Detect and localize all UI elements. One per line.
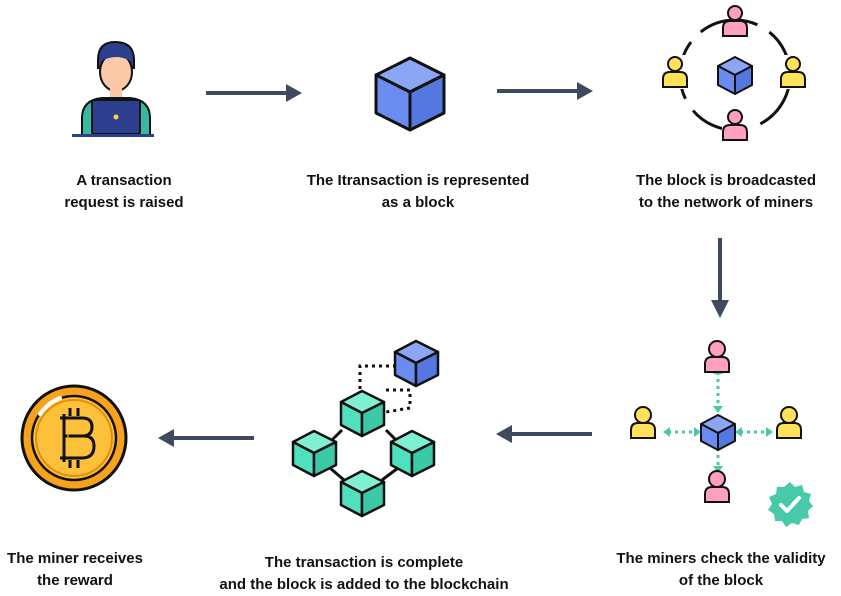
bitcoin-coin-icon: [20, 384, 128, 492]
caption-line: to the network of miners: [638, 194, 814, 211]
caption-line: and the block is added to the blockchain: [219, 576, 509, 593]
caption-line: of the block: [678, 572, 764, 589]
cube-icon: [374, 56, 446, 132]
step-validate-caption: The miners check the validity of the blo…: [596, 548, 841, 592]
caption-line: request is raised: [64, 194, 184, 211]
caption-line: The miner receives: [7, 550, 143, 567]
caption-line: The Itransaction is represented: [306, 172, 530, 189]
arrow-request-to-block: [206, 84, 302, 102]
arrow-network-to-validation: [711, 238, 729, 318]
user-laptop-icon: [72, 40, 154, 137]
caption-line: The block is broadcasted: [635, 172, 817, 189]
caption-line: as a block: [381, 194, 455, 211]
blockchain-icon: [291, 339, 440, 518]
caption-line: A transaction: [76, 172, 172, 189]
arrow-validation-to-chain: [496, 425, 592, 443]
caption-line: The miners check the validity: [616, 550, 826, 567]
step-added-caption: The transaction is complete and the bloc…: [196, 552, 532, 596]
caption-line: The transaction is complete: [264, 554, 464, 571]
step-reward-caption: The miner receives the reward: [0, 548, 150, 592]
step-request-caption: A transaction request is raised: [24, 170, 224, 214]
step-represented-caption: The Itransaction is represented as a blo…: [278, 170, 558, 214]
arrow-chain-to-reward: [158, 429, 254, 447]
miner-validation-icon: [630, 340, 802, 503]
miner-network-icon: [662, 4, 808, 144]
arrow-block-to-network: [497, 82, 593, 100]
caption-line: the reward: [37, 572, 113, 589]
step-broadcast-caption: The block is broadcasted to the network …: [606, 170, 841, 214]
check-badge-icon: [768, 482, 813, 527]
